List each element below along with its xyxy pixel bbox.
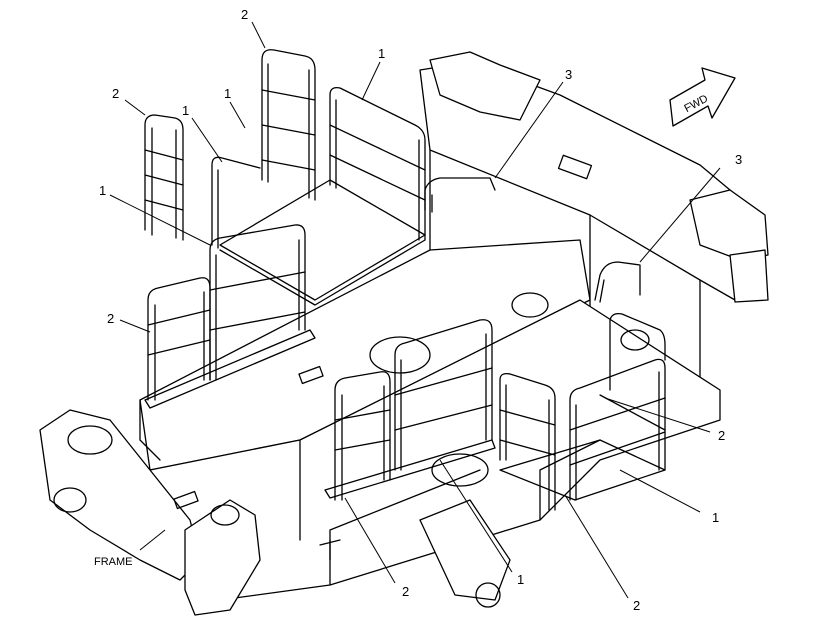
- callout-label: 2: [718, 428, 725, 443]
- callout-label: 2: [241, 7, 248, 22]
- callout-label: 1: [99, 183, 106, 198]
- callout-label: 2: [633, 598, 640, 613]
- callout-label: 1: [712, 510, 719, 525]
- callout-label: 2: [402, 584, 409, 599]
- frame-label: FRAME: [94, 556, 133, 568]
- frame-label-group: FRAME: [94, 529, 166, 568]
- callout-group: 2 1 2 1 1 3 1 3 2 2 1 2 1 2: [99, 7, 742, 613]
- callout-label: 1: [378, 46, 385, 61]
- callout-label: 1: [224, 86, 231, 101]
- callout-label: 2: [107, 311, 114, 326]
- callout-label: 1: [182, 103, 189, 118]
- fwd-arrow-icon: FWD: [669, 67, 736, 127]
- callout-label: 2: [112, 86, 119, 101]
- handrail-group: [144, 49, 666, 511]
- callout-label: 3: [735, 152, 742, 167]
- frame-body: [39, 51, 769, 616]
- callout-label: 1: [517, 572, 524, 587]
- callout-label: 3: [565, 67, 572, 82]
